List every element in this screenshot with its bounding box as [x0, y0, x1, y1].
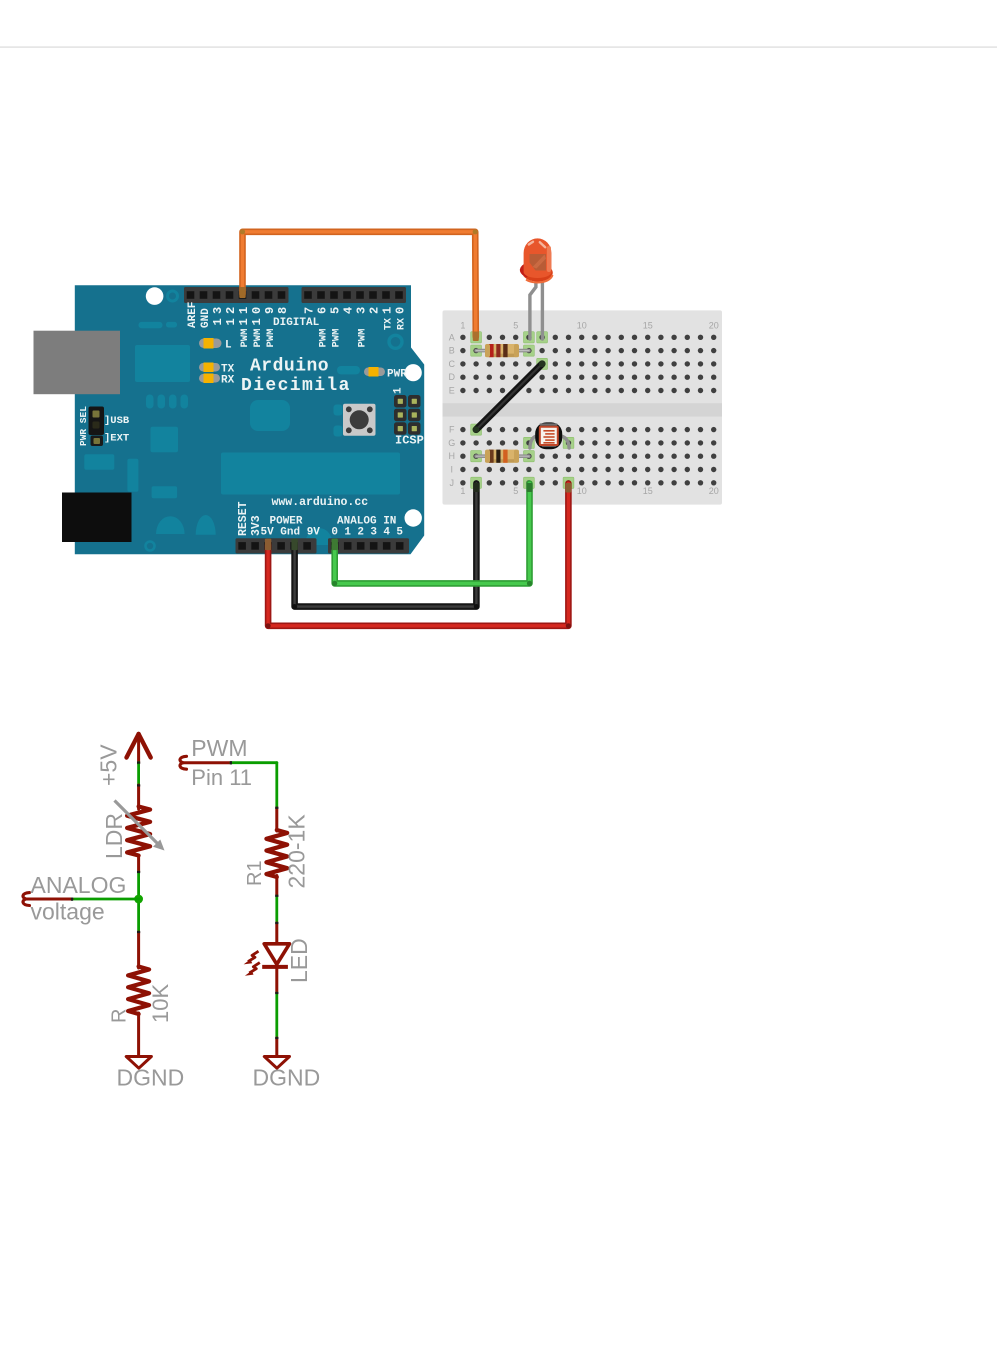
- svg-text:9: 9: [263, 307, 277, 314]
- svg-text:J: J: [450, 478, 455, 488]
- svg-text:3V3: 3V3: [250, 515, 263, 536]
- svg-text:0: 0: [250, 307, 264, 314]
- svg-text:DGND: DGND: [253, 1065, 321, 1091]
- svg-text:GND: GND: [200, 308, 212, 328]
- svg-text:10K: 10K: [148, 984, 173, 1023]
- svg-text:Pin 11: Pin 11: [191, 765, 252, 790]
- svg-text:15: 15: [643, 486, 653, 496]
- svg-text:1: 1: [393, 387, 405, 394]
- svg-text:B: B: [449, 346, 455, 356]
- svg-text:RX: RX: [221, 375, 235, 387]
- svg-text:8: 8: [276, 307, 290, 314]
- svg-text:ICSP: ICSP: [395, 434, 424, 448]
- svg-text:1: 1: [344, 527, 351, 539]
- svg-text:10: 10: [577, 486, 587, 496]
- svg-text:C: C: [449, 359, 456, 369]
- svg-text:PWM: PWM: [317, 329, 329, 348]
- svg-text:R1: R1: [244, 860, 266, 886]
- svg-text:A: A: [449, 332, 455, 342]
- svg-text:0: 0: [331, 527, 338, 539]
- svg-text:1: 1: [237, 307, 251, 314]
- svg-text:R: R: [109, 1009, 131, 1023]
- svg-text:PWM: PWM: [239, 329, 251, 348]
- svg-text:5: 5: [513, 321, 518, 331]
- svg-text:D: D: [449, 372, 456, 382]
- svg-text:E: E: [449, 386, 455, 396]
- svg-text:20: 20: [709, 321, 719, 331]
- svg-text:5: 5: [396, 527, 403, 539]
- svg-text:ANALOG IN: ANALOG IN: [337, 516, 396, 528]
- svg-text:Arduino: Arduino: [250, 357, 329, 377]
- svg-text:]USB: ]USB: [104, 415, 130, 427]
- svg-text:0: 0: [393, 307, 407, 314]
- svg-text:5: 5: [328, 307, 342, 314]
- svg-text:3: 3: [211, 307, 225, 314]
- svg-text:1: 1: [460, 321, 465, 331]
- svg-text:10: 10: [577, 321, 587, 331]
- svg-text:PWM: PWM: [356, 329, 368, 348]
- svg-text:7: 7: [302, 307, 316, 314]
- svg-text:ANALOG: ANALOG: [31, 872, 127, 898]
- svg-text:AREF: AREF: [187, 302, 199, 328]
- svg-text:3: 3: [370, 527, 377, 539]
- svg-text:F: F: [449, 425, 455, 435]
- svg-text:LDR: LDR: [101, 813, 127, 859]
- svg-text:POWER: POWER: [270, 516, 303, 528]
- svg-text:]EXT: ]EXT: [104, 433, 129, 445]
- svg-text:PWM: PWM: [191, 735, 247, 761]
- svg-text:1: 1: [380, 307, 394, 314]
- svg-text:20: 20: [709, 486, 719, 496]
- svg-text:LED: LED: [286, 938, 312, 983]
- svg-text:6: 6: [315, 307, 329, 314]
- svg-text:Diecimila: Diecimila: [241, 376, 351, 396]
- svg-text:5: 5: [513, 486, 518, 496]
- svg-text:2: 2: [367, 307, 381, 314]
- svg-text:1: 1: [211, 318, 225, 325]
- svg-text:2: 2: [357, 527, 364, 539]
- svg-text:220-1K: 220-1K: [284, 814, 310, 889]
- svg-text:PWR: PWR: [387, 369, 407, 381]
- svg-text:L: L: [225, 340, 232, 352]
- svg-text:1: 1: [460, 486, 465, 496]
- svg-text:3: 3: [354, 307, 368, 314]
- svg-text:RESET: RESET: [237, 501, 250, 536]
- svg-text:PWM: PWM: [252, 329, 264, 348]
- svg-text:voltage: voltage: [31, 899, 105, 925]
- svg-text:TX: TX: [221, 364, 235, 376]
- svg-text:PWM: PWM: [265, 329, 277, 348]
- svg-text:DGND: DGND: [117, 1065, 185, 1091]
- svg-text:PWR SEL: PWR SEL: [78, 406, 89, 446]
- svg-text:I: I: [451, 465, 454, 475]
- svg-text:G: G: [448, 438, 455, 448]
- svg-text:DIGITAL: DIGITAL: [273, 317, 320, 329]
- svg-text:4: 4: [341, 307, 355, 314]
- svg-text:1: 1: [250, 318, 264, 325]
- svg-text:PWM: PWM: [330, 329, 342, 348]
- svg-text:2: 2: [224, 307, 238, 314]
- svg-text:5V Gnd 9V: 5V Gnd 9V: [261, 527, 321, 539]
- svg-text:4: 4: [383, 527, 390, 539]
- svg-text:TX: TX: [383, 318, 394, 330]
- svg-text:15: 15: [643, 321, 653, 331]
- svg-text:H: H: [449, 451, 456, 461]
- svg-text:1: 1: [224, 318, 238, 325]
- svg-text:RX: RX: [396, 318, 407, 330]
- svg-text:1: 1: [237, 318, 251, 325]
- svg-text:www.arduino.cc: www.arduino.cc: [272, 496, 369, 509]
- svg-text:+5V: +5V: [96, 744, 122, 786]
